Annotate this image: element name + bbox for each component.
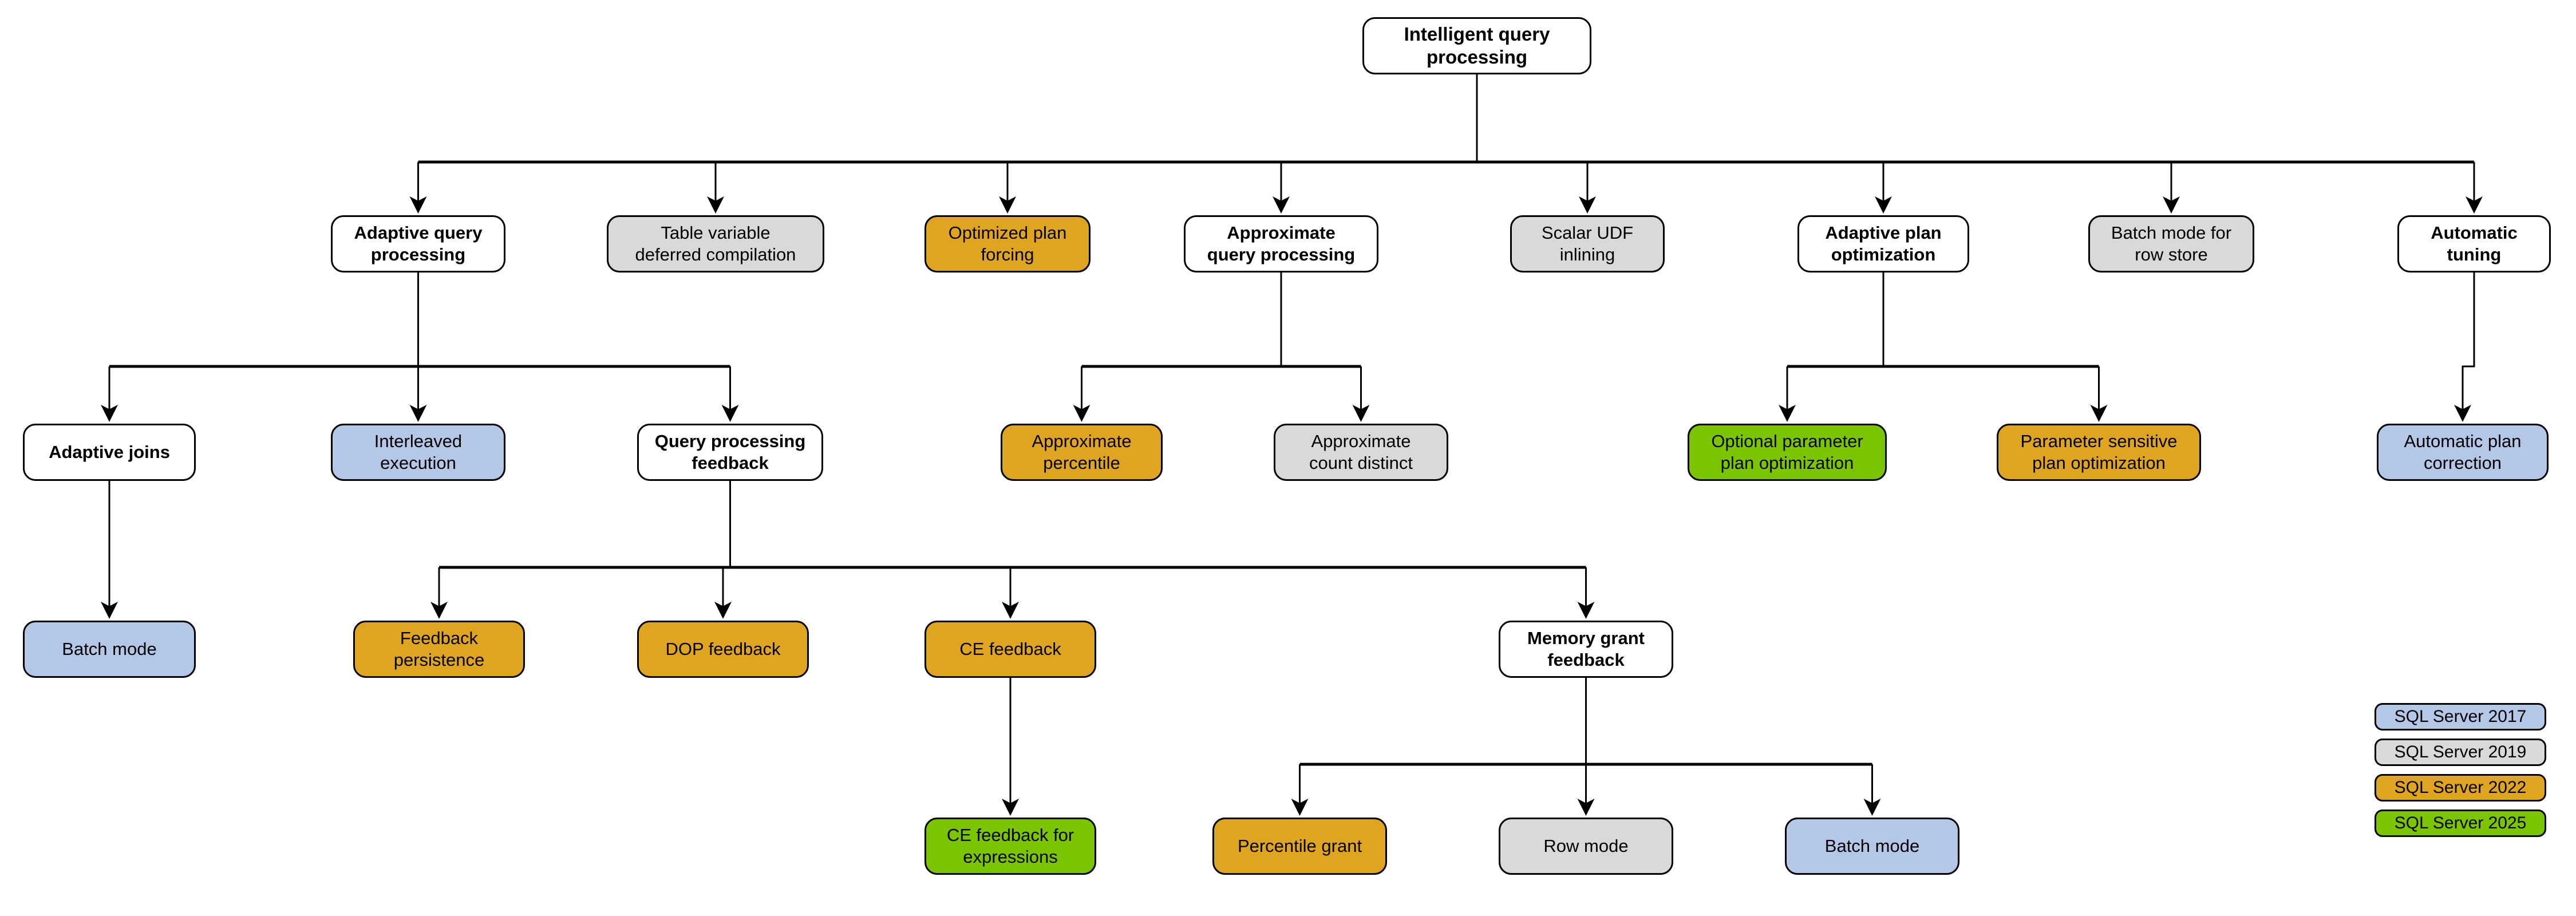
node-tvdc[interactable]: Table variable deferred compilation xyxy=(607,215,824,273)
node-bmode2[interactable]: Batch mode xyxy=(1785,818,1959,875)
node-acdistinct[interactable]: Approximate count distinct xyxy=(1274,424,1448,481)
node-approxqp[interactable]: Approximate query processing xyxy=(1184,215,1378,273)
node-ajoins[interactable]: Adaptive joins xyxy=(23,424,196,481)
node-interleav[interactable]: Interleaved execution xyxy=(331,424,505,481)
node-autotune[interactable]: Automatic tuning xyxy=(2397,215,2551,273)
legend-item-sql-server-2025: SQL Server 2025 xyxy=(2374,810,2546,837)
node-apc[interactable]: Automatic plan correction xyxy=(2377,424,2549,481)
node-pspo[interactable]: Parameter sensitive plan optimization xyxy=(1997,424,2201,481)
node-bmode1[interactable]: Batch mode xyxy=(23,621,196,678)
node-mgf[interactable]: Memory grant feedback xyxy=(1499,621,1673,678)
node-apo[interactable]: Adaptive plan optimization xyxy=(1797,215,1969,273)
legend-item-sql-server-2017: SQL Server 2017 xyxy=(2374,703,2546,731)
node-dopfb[interactable]: DOP feedback xyxy=(637,621,809,678)
node-rowmode[interactable]: Row mode xyxy=(1499,818,1673,875)
node-cefbexpr[interactable]: CE feedback for expressions xyxy=(924,818,1096,875)
node-sudf[interactable]: Scalar UDF inlining xyxy=(1510,215,1665,273)
legend-item-sql-server-2019: SQL Server 2019 xyxy=(2374,739,2546,766)
node-cefb[interactable]: CE feedback xyxy=(924,621,1096,678)
node-aqp[interactable]: Adaptive query processing xyxy=(331,215,505,273)
node-oppo[interactable]: Optional parameter plan optimization xyxy=(1688,424,1887,481)
node-fpersist[interactable]: Feedback persistence xyxy=(353,621,525,678)
legend-item-sql-server-2022: SQL Server 2022 xyxy=(2374,774,2546,802)
node-bmrs[interactable]: Batch mode for row store xyxy=(2088,215,2254,273)
node-qpf[interactable]: Query processing feedback xyxy=(637,424,823,481)
node-opf[interactable]: Optimized plan forcing xyxy=(924,215,1091,273)
node-apercent[interactable]: Approximate percentile xyxy=(1001,424,1163,481)
node-pgrant[interactable]: Percentile grant xyxy=(1212,818,1387,875)
node-root[interactable]: Intelligent query processing xyxy=(1362,17,1591,74)
